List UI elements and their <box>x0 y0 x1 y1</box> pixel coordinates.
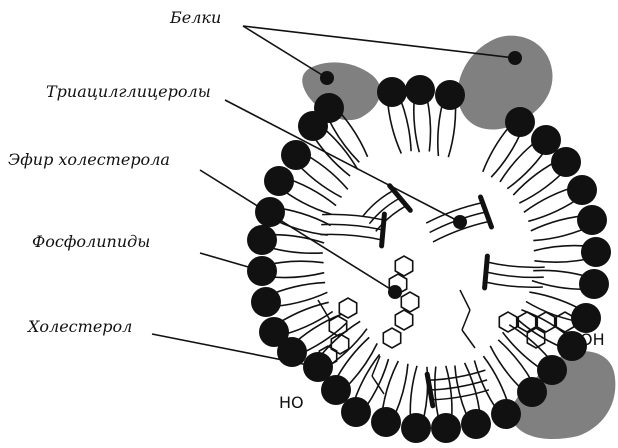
phospholipid-head <box>491 399 521 429</box>
sterol-ring <box>383 328 400 348</box>
side-chain <box>462 330 475 348</box>
label-phospholipids: Фосфолипиды <box>32 232 150 251</box>
label-triacylglycerols: Триацилглицеролы <box>46 82 211 101</box>
label-proteins: Белки <box>170 8 221 27</box>
hydroxyl-left-label: HO <box>279 393 304 412</box>
phospholipid-head <box>579 269 609 299</box>
protein-top-right <box>458 36 553 130</box>
phospholipid-head <box>377 77 407 107</box>
triacylglycerol-groups <box>320 186 544 406</box>
phospholipid-head <box>251 287 281 317</box>
triacylglycerol-tail <box>363 190 394 216</box>
label-cholesterol: Холестерол <box>28 317 132 336</box>
sterol-ring <box>556 312 573 332</box>
triacylglycerol-tail <box>485 282 543 287</box>
phospholipid-head <box>405 75 435 105</box>
hydroxyl-right-label: OH <box>580 330 605 349</box>
leader-line-proteins-right <box>243 26 515 58</box>
leader-line-cholesterol-ester <box>200 170 395 292</box>
sterol-ring <box>499 312 516 332</box>
sterol-ring <box>395 310 412 330</box>
phospholipid-head <box>577 205 607 235</box>
triacylglycerol-tail <box>320 234 382 240</box>
sterol-ring <box>395 256 412 276</box>
phospholipid-head <box>571 303 601 333</box>
triacylglycerol-tail <box>486 272 544 277</box>
phospholipid-head <box>537 355 567 385</box>
sterol-ring <box>339 298 356 318</box>
phospholipid-head <box>531 125 561 155</box>
phospholipid-head <box>255 197 285 227</box>
phospholipid-head <box>264 166 294 196</box>
phospholipid-head <box>567 175 597 205</box>
phospholipid-head <box>505 107 535 137</box>
sterol-ring <box>401 292 418 312</box>
phospholipid-head <box>581 237 611 267</box>
phospholipid-head <box>431 413 461 443</box>
phospholipid-head <box>461 409 491 439</box>
phospholipid-head <box>281 140 311 170</box>
phospholipid-head <box>247 225 277 255</box>
phospholipid-head <box>401 413 431 443</box>
triacylglycerol-tail <box>487 262 545 267</box>
phospholipid-head <box>371 407 401 437</box>
phospholipid-head <box>341 397 371 427</box>
phospholipid-head <box>298 111 328 141</box>
phospholipid-head <box>435 80 465 110</box>
side-chain <box>462 310 470 330</box>
side-chain <box>460 290 470 310</box>
label-cholesterol-ester: Эфир холестерола <box>8 150 170 169</box>
